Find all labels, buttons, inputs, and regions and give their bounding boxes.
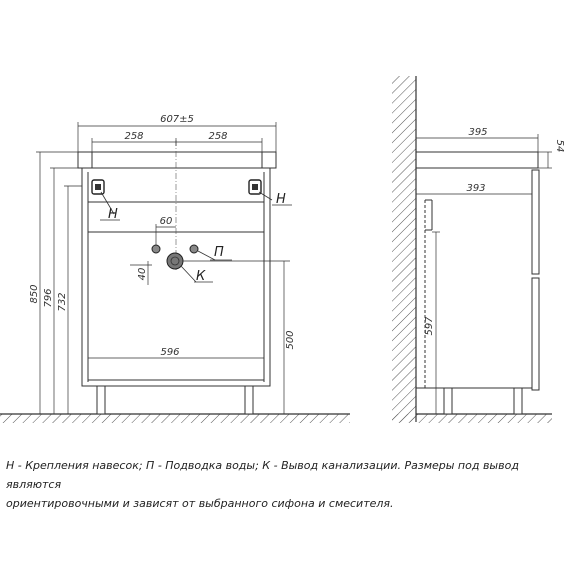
dim-door-height: 597 <box>424 316 435 336</box>
dim-height-796: 796 <box>43 288 54 307</box>
dim-drain-height: 500 <box>285 330 296 349</box>
side-cabinet-body <box>415 168 532 389</box>
label-drain: К <box>196 269 206 284</box>
dim-inner-width: 596 <box>160 347 179 358</box>
dim-height-732: 732 <box>57 292 68 311</box>
side-wall <box>392 76 417 422</box>
dim-depth-body: 393 <box>466 183 485 194</box>
side-view: 395 54 393 597 <box>392 76 565 423</box>
side-legs <box>443 387 523 415</box>
front-floor <box>0 413 350 423</box>
legend-line-2: ориентировочными и зависят от выбранного… <box>6 497 394 510</box>
water-inlet-right <box>189 244 199 254</box>
drain-outlet <box>166 252 184 270</box>
dim-top-thickness: 54 <box>554 140 565 153</box>
dim-water-spacing: 60 <box>160 216 173 227</box>
dim-half-left: 258 <box>124 131 143 142</box>
dim-depth-top: 395 <box>468 127 487 138</box>
side-door <box>531 169 540 391</box>
dim-height-850: 850 <box>29 284 40 303</box>
water-inlet-left <box>151 244 161 254</box>
side-countertop <box>415 151 539 169</box>
mount-bracket-right <box>248 179 262 195</box>
front-dimension-lines <box>36 122 290 414</box>
label-mount-right: Н <box>276 192 286 207</box>
dim-width-total: 607±5 <box>160 114 194 125</box>
legend-line-1: Н - Крепления навесок; П - Подводка воды… <box>6 459 519 491</box>
side-dimension-lines <box>416 134 552 414</box>
legend: Н - Крепления навесок; П - Подводка воды… <box>6 456 562 513</box>
front-view: 607±5 258 258 850 796 732 596 500 60 40 … <box>0 114 350 423</box>
dim-water-offset: 40 <box>137 268 148 281</box>
label-mount-left: Н <box>108 207 118 222</box>
front-countertop <box>77 151 277 169</box>
dim-half-right: 258 <box>208 131 227 142</box>
mount-bracket-left <box>91 179 105 195</box>
front-legs <box>96 385 254 415</box>
side-floor <box>392 413 552 423</box>
label-water: П <box>214 245 224 260</box>
